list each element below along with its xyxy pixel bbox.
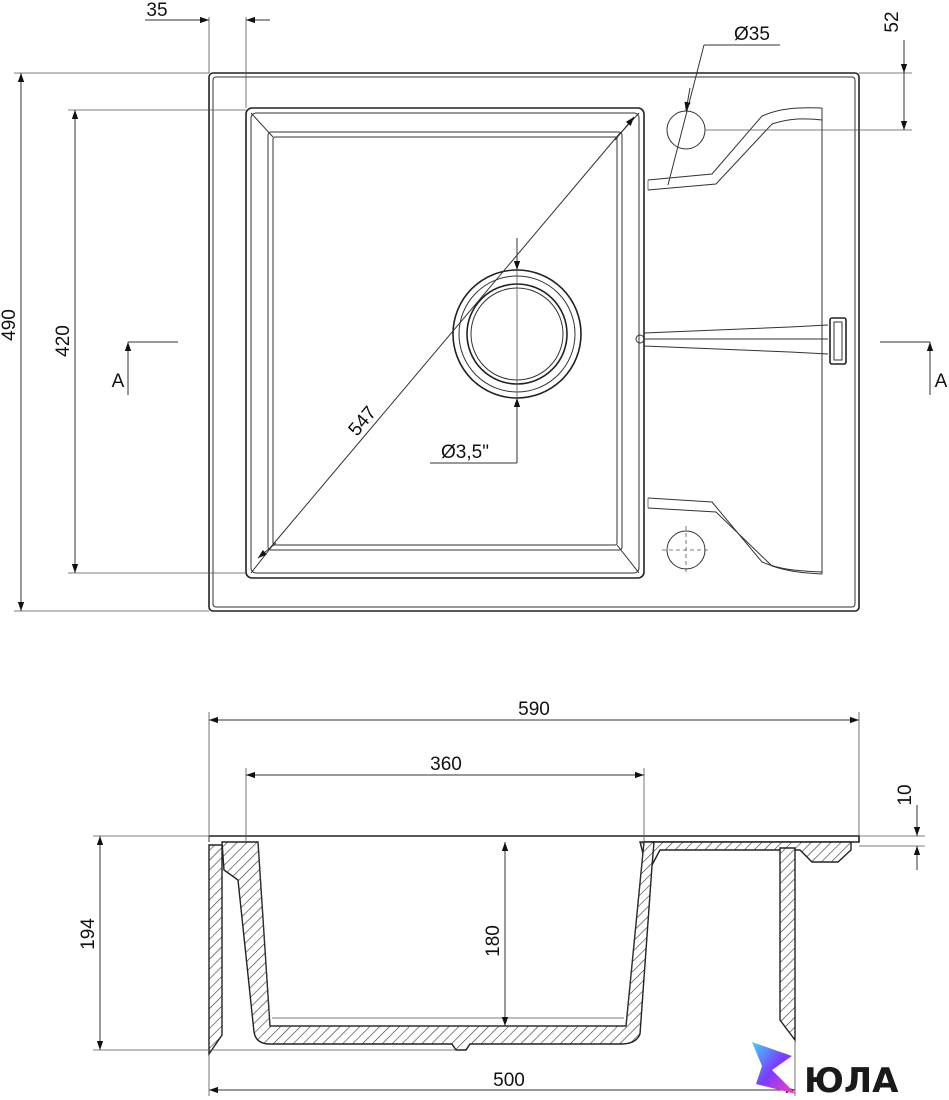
bowl-top: [245, 107, 645, 579]
svg-text:10: 10: [895, 784, 916, 805]
dim-top-35: 35: [145, 0, 270, 108]
brand-logo: ЮЛА: [752, 1042, 899, 1100]
dim-tap-hole: Ø35: [667, 24, 780, 186]
svg-text:500: 500: [493, 1070, 525, 1091]
dim-overall-depth: 194: [78, 835, 456, 1051]
svg-text:547: 547: [345, 403, 381, 441]
dim-base-width: 500: [208, 1040, 796, 1096]
svg-text:360: 360: [430, 754, 462, 775]
dim-right-52: 52: [705, 11, 912, 131]
svg-text:180: 180: [483, 925, 504, 957]
sink-outline-inner: [212, 76, 856, 608]
section-marker-right: A: [880, 341, 948, 395]
drainboard: [635, 107, 847, 575]
svg-text:194: 194: [78, 918, 99, 950]
top-view: 35 52 Ø35 490: [0, 0, 948, 612]
svg-text:35: 35: [146, 0, 167, 21]
svg-text:490: 490: [0, 309, 20, 341]
dim-diagonal-547: 547: [257, 116, 635, 559]
right-support: [779, 847, 796, 1043]
dim-rim-10: 10: [859, 784, 925, 870]
sink-outline: [208, 72, 860, 612]
svg-text:52: 52: [882, 11, 903, 32]
dim-overall-width: 590: [208, 699, 860, 836]
left-support: [208, 844, 223, 1057]
svg-text:ЮЛА: ЮЛА: [804, 1061, 899, 1100]
dim-bowl-depth: 180: [483, 842, 509, 1026]
svg-text:Ø35: Ø35: [734, 24, 770, 45]
section-marker-left: A: [112, 341, 178, 395]
dim-left-490: 490: [0, 72, 209, 612]
dim-left-420: 420: [53, 109, 246, 574]
svg-text:A: A: [112, 371, 125, 392]
dim-drain: Ø3,5": [430, 238, 521, 464]
overflow-slot: [829, 317, 847, 365]
svg-text:Ø3,5": Ø3,5": [441, 442, 489, 463]
svg-text:590: 590: [518, 699, 550, 720]
logo-mark-icon: [752, 1042, 796, 1094]
section-view: 590 360 10 194: [78, 699, 925, 1096]
bowl-section: [221, 841, 655, 1051]
svg-text:A: A: [935, 371, 948, 392]
dim-bowl-width: 360: [245, 754, 645, 842]
drainboard-profile: [639, 841, 852, 866]
svg-text:420: 420: [53, 325, 74, 357]
